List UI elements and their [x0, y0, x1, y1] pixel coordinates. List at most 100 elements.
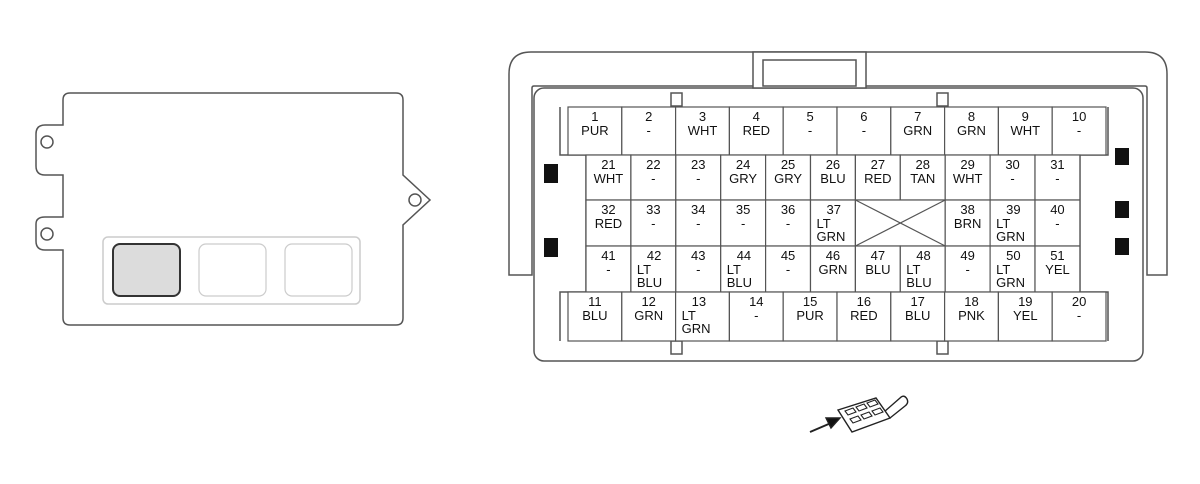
pin-number: 28: [916, 157, 930, 172]
pin-number: 18: [964, 294, 978, 309]
wire-color-label: YEL: [1013, 308, 1038, 323]
pin-number: 41: [601, 248, 615, 263]
pin-number: 14: [749, 294, 763, 309]
wire-color-label: WHT: [953, 171, 983, 186]
pin-number: 3: [699, 109, 706, 124]
pin-number: 22: [646, 157, 660, 172]
pin-number: 6: [860, 109, 867, 124]
module-slot-1: [112, 243, 181, 297]
wire-color-label: GRY: [774, 171, 802, 186]
wire-color-label: LT: [906, 262, 920, 277]
pin-2: 2-: [621, 106, 677, 156]
pin-30: 30-: [989, 154, 1036, 201]
wire-color-label: -: [862, 123, 866, 138]
pin-49: 49-: [944, 245, 991, 293]
wire-color-label: LT: [996, 262, 1010, 277]
wire-color-label: GRN: [682, 321, 711, 336]
module-slot-2: [198, 243, 267, 297]
wire-color-label: -: [786, 262, 790, 277]
pin-23: 23-: [675, 154, 722, 201]
pin-number: 15: [803, 294, 817, 309]
pin-number: 23: [691, 157, 705, 172]
pin-number: 32: [601, 202, 615, 217]
pin-5: 5-: [782, 106, 838, 156]
wire-color-label: -: [1010, 171, 1014, 186]
wire-color-label: GRN: [634, 308, 663, 323]
pin-number: 20: [1072, 294, 1086, 309]
wire-color-label: RED: [850, 308, 877, 323]
pin-number: 50: [1006, 248, 1020, 263]
wire-color-label: YEL: [1045, 262, 1070, 277]
connector-latch-inner: [762, 59, 857, 87]
pin-number: 26: [826, 157, 840, 172]
wire-color-label: PUR: [581, 123, 608, 138]
icon-view-arrowhead: [824, 417, 842, 430]
pin-14: 14-: [728, 291, 784, 342]
pin-number: 7: [914, 109, 921, 124]
key-notch-top-left: [670, 92, 683, 107]
pin-6: 6-: [836, 106, 892, 156]
pin-number: 37: [827, 202, 841, 217]
wire-color-label: -: [1077, 123, 1081, 138]
wire-color-label: GRN: [996, 229, 1025, 244]
pin-number: 2: [645, 109, 652, 124]
wire-color-label: RED: [743, 123, 770, 138]
wire-color-label: -: [754, 308, 758, 323]
key-notch-bottom-left: [670, 340, 683, 355]
lock-tab-left-lower: [544, 238, 558, 257]
module-connector-slots: [112, 243, 353, 297]
wire-color-label: WHT: [688, 123, 718, 138]
pin-number: 9: [1022, 109, 1029, 124]
wire-color-label: -: [647, 123, 651, 138]
wire-color-label: LT: [817, 216, 831, 231]
pin-number: 21: [601, 157, 615, 172]
mounting-hole-upper: [40, 135, 54, 149]
pin-number: 35: [736, 202, 750, 217]
wire-color-label: -: [1077, 308, 1081, 323]
pin-number: 39: [1006, 202, 1020, 217]
wire-color-label: GRN: [817, 229, 846, 244]
wire-color-label: BLU: [637, 275, 662, 290]
wire-color-label: -: [741, 216, 745, 231]
wire-color-label: BLU: [905, 308, 930, 323]
pin-number: 33: [646, 202, 660, 217]
wire-color-label: LT: [637, 262, 651, 277]
wire-color-label: -: [696, 262, 700, 277]
wire-color-label: BLU: [582, 308, 607, 323]
wire-color-label: GRN: [957, 123, 986, 138]
pin-number: 10: [1072, 109, 1086, 124]
wire-color-label: BLU: [727, 275, 752, 290]
pin-number: 49: [960, 248, 974, 263]
pin-number: 46: [826, 248, 840, 263]
pin-number: 45: [781, 248, 795, 263]
wire-color-label: BLU: [820, 171, 845, 186]
wire-color-label: GRN: [996, 275, 1025, 290]
pin-number: 48: [916, 248, 930, 263]
pin-number: 31: [1050, 157, 1064, 172]
wire-color-label: -: [606, 262, 610, 277]
wire-color-label: PUR: [796, 308, 823, 323]
pin-number: 17: [910, 294, 924, 309]
pin-36: 36-: [764, 199, 812, 247]
wire-color-label: -: [1055, 216, 1059, 231]
pin-number: 8: [968, 109, 975, 124]
